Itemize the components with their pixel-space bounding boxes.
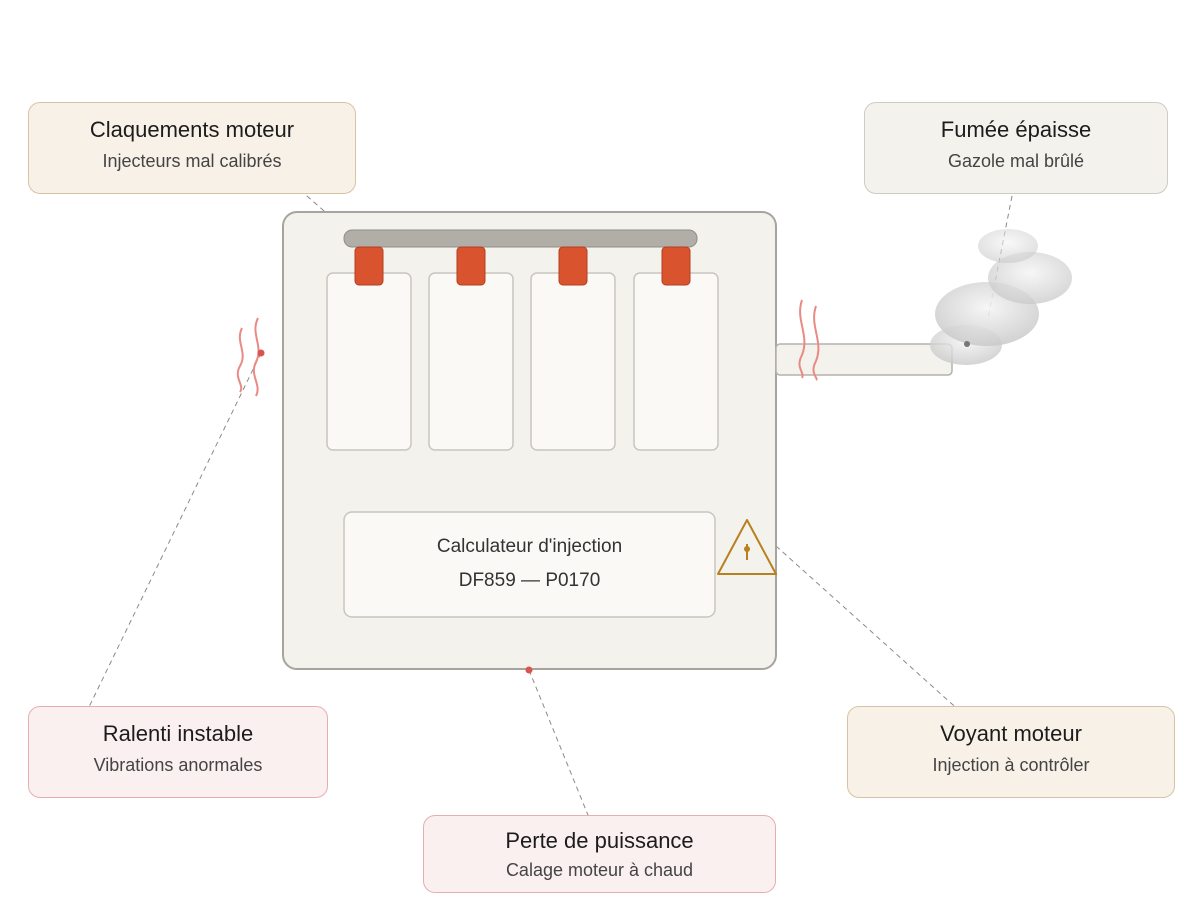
callout-title: Ralenti instable [102, 721, 254, 746]
callout-claquements: Claquements moteur Injecteurs mal calibr… [28, 102, 356, 194]
leader-puissance [528, 669, 591, 821]
injector-icon [456, 246, 486, 286]
ralenti-marker [257, 349, 265, 357]
callout-puissance: Perte de puissance Calage moteur à chaud [423, 815, 776, 893]
callout-subtitle: Injection à contrôler [932, 755, 1090, 775]
puissance-marker [525, 666, 533, 674]
leader-voyant [775, 545, 973, 723]
callout-subtitle: Gazole mal brûlé [947, 151, 1085, 171]
ecu-codes: DF859 — P0170 [458, 570, 601, 591]
injectors [354, 246, 691, 286]
callout-title: Claquements moteur [89, 117, 295, 142]
injector-icon [558, 246, 588, 286]
callout-fumee: Fumée épaisse Gazole mal brûlé [864, 102, 1168, 194]
vibration-icon [798, 299, 820, 381]
smoke-icon [930, 229, 1072, 365]
exhaust-pipe [775, 343, 953, 376]
vibration-icon [236, 317, 260, 397]
leader-ralenti [71, 352, 262, 743]
callout-title: Fumée épaisse [940, 117, 1092, 142]
callout-subtitle: Calage moteur à chaud [505, 860, 694, 880]
injector-icon [661, 246, 691, 286]
ecu-label: Calculateur d'injection DF859 — P0170 [344, 512, 715, 617]
smoke-marker [964, 341, 970, 347]
injector-icon [354, 246, 384, 286]
cylinder-3 [530, 272, 616, 451]
warning-triangle-icon [717, 519, 777, 575]
ecu-box [343, 511, 716, 618]
callout-voyant: Voyant moteur Injection à contrôler [847, 706, 1175, 798]
callout-subtitle: Vibrations anormales [93, 755, 263, 775]
callout-ralenti: Ralenti instable Vibrations anormales [28, 706, 328, 798]
callout-title: Perte de puissance [505, 828, 694, 853]
cylinder-4 [633, 272, 719, 451]
ecu-title: Calculateur d'injection [436, 536, 623, 557]
cylinder-2 [428, 272, 514, 451]
callout-title: Voyant moteur [940, 721, 1082, 746]
cylinder-1 [326, 272, 412, 451]
callout-subtitle: Injecteurs mal calibrés [102, 151, 282, 171]
fuel-rail [343, 229, 698, 248]
